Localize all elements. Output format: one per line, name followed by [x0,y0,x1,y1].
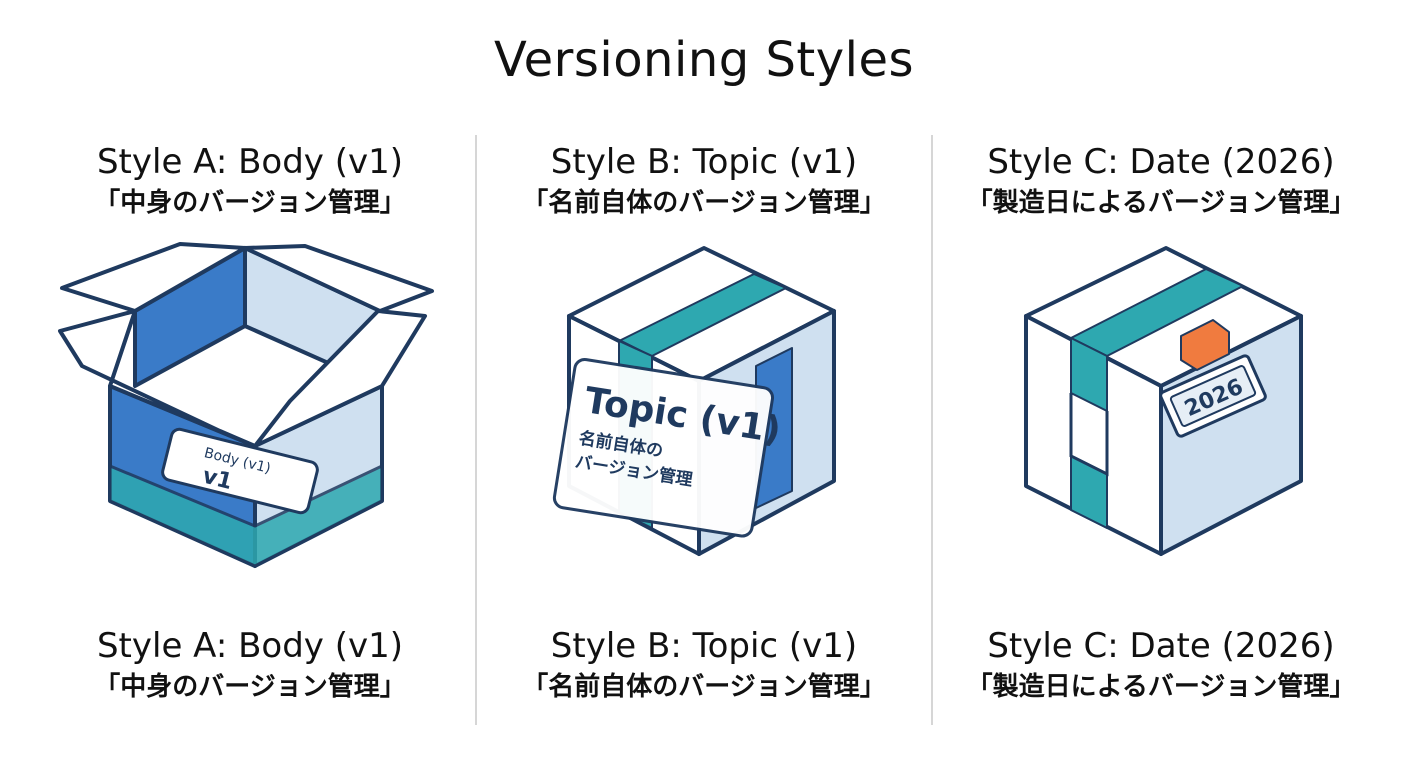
style-a-column: Style A: Body (v1) 「中身のバージョン管理」 Body (v1… [20,0,480,768]
dated-box-icon: 2026 [951,236,1371,576]
dated-box-illustration: 2026 [1024,246,1303,556]
style-c-title-bottom: Style C: Date (2026) [987,626,1335,666]
style-a-title: Style A: Body (v1) [96,142,404,182]
style-b-column: Style B: Topic (v1) 「名前自体のバージョン管理」 Topic… [474,0,934,768]
taped-box-illustration: Topic (v1) 名前自体の バージョン管理 [552,246,836,556]
date-label-card: 2026 [1159,354,1267,438]
style-b-title-bottom: Style B: Topic (v1) [550,626,858,666]
box-flap-front-right [253,309,427,448]
style-a-subtitle: 「中身のバージョン管理」 [94,188,406,218]
open-box-illustration: Body (v1) v1 [58,242,434,568]
open-box-icon: Body (v1) v1 [40,236,460,576]
style-c-caption-top: Style C: Date (2026) 「製造日によるバージョン管理」 [931,142,1391,220]
style-c-subtitle-bottom: 「製造日によるバージョン管理」 [966,672,1356,702]
style-a-subtitle-bottom: 「中身のバージョン管理」 [94,672,406,702]
style-c-caption-bottom: Style C: Date (2026) 「製造日によるバージョン管理」 [931,626,1391,704]
style-b-caption-top: Style B: Topic (v1) 「名前自体のバージョン管理」 [474,142,934,220]
style-a-title-bottom: Style A: Body (v1) [96,626,404,666]
body-label-card: Body (v1) v1 [161,427,319,515]
box-teal-floor [108,464,384,568]
style-c-column: Style C: Date (2026) 「製造日によるバージョン管理」 20 [931,0,1391,768]
box-flap-back-left [60,242,247,313]
style-a-caption-top: Style A: Body (v1) 「中身のバージョン管理」 [20,142,480,220]
style-b-subtitle-bottom: 「名前自体のバージョン管理」 [522,672,886,702]
style-c-subtitle: 「製造日によるバージョン管理」 [966,188,1356,218]
style-b-title: Style B: Topic (v1) [550,142,858,182]
style-c-title: Style C: Date (2026) [987,142,1335,182]
orange-tab [1180,319,1230,371]
style-b-subtitle: 「名前自体のバージョン管理」 [522,188,886,218]
page-title: Versioning Styles [493,32,915,88]
style-a-caption-bottom: Style A: Body (v1) 「中身のバージョン管理」 [20,626,480,704]
taped-box-icon: Topic (v1) 名前自体の バージョン管理 [494,236,914,576]
box-right-face [1159,314,1303,556]
style-b-caption-bottom: Style B: Topic (v1) 「名前自体のバージョン管理」 [474,626,934,704]
column-divider [931,135,933,725]
topic-label-card: Topic (v1) 名前自体の バージョン管理 [552,357,784,538]
box-flap-back-right [243,244,434,313]
column-divider [475,135,477,725]
